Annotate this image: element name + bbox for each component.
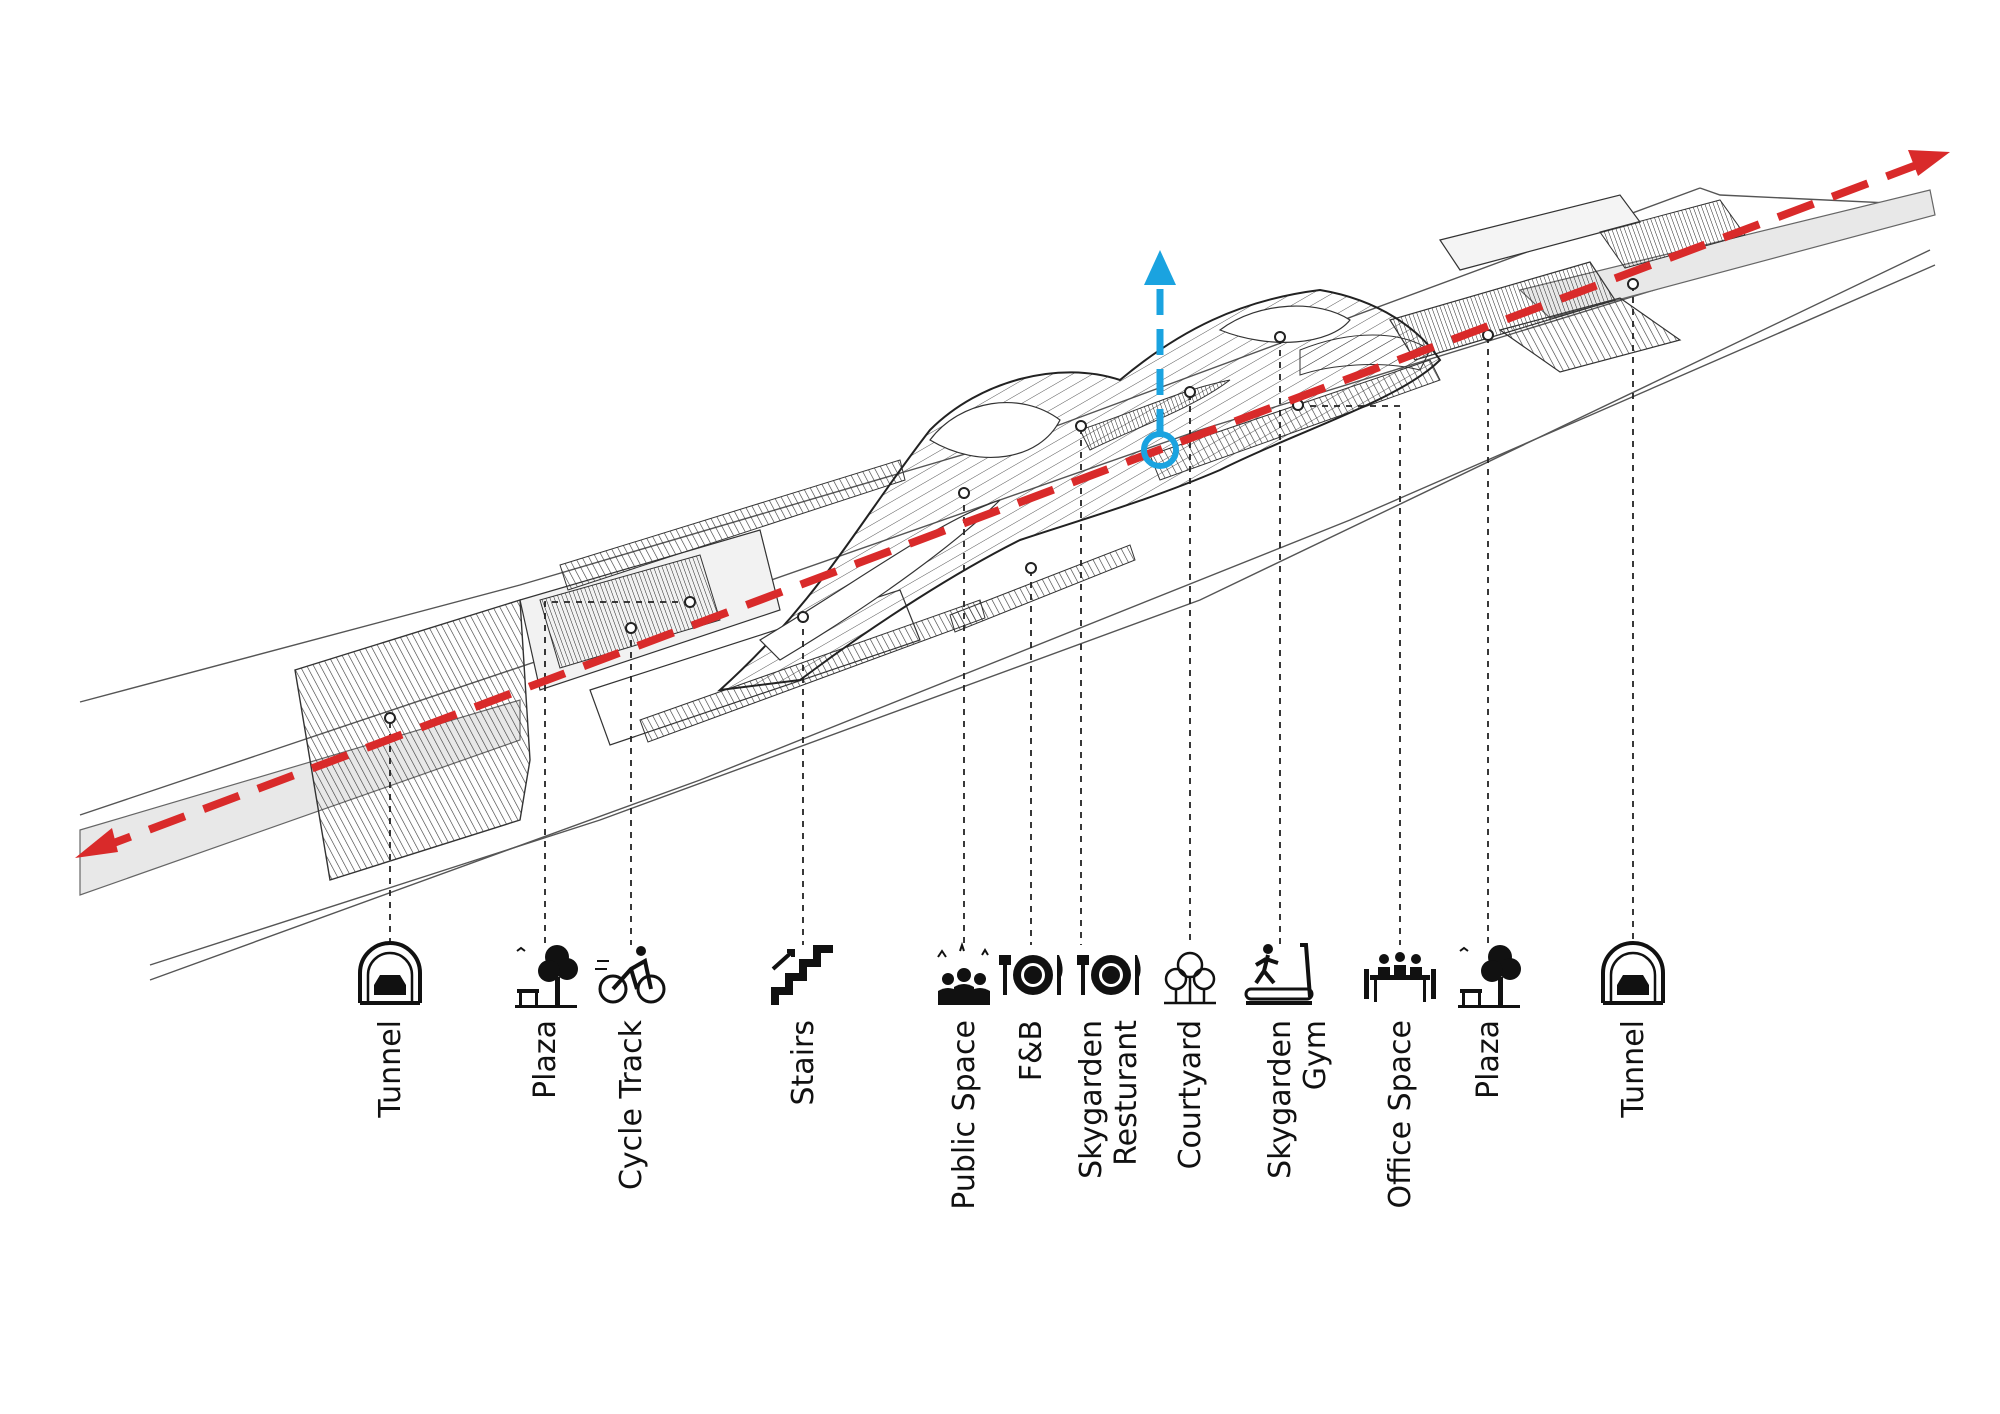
label-plaza-right: Plaza	[1471, 1020, 1506, 1099]
plate-cutlery-icon	[999, 955, 1063, 995]
leader-lines	[389, 285, 1634, 945]
meeting-table-icon	[1364, 952, 1436, 1002]
cyclist-icon	[595, 946, 666, 1004]
labels: Tunnel Plaza Cycle Track Stairs Public S…	[373, 1019, 1651, 1209]
label-skygarden-gym-line2: Gym	[1298, 1020, 1333, 1090]
vertical-access-arrow	[1141, 250, 1179, 469]
label-public-space: Public Space	[947, 1020, 982, 1210]
label-plaza-left: Plaza	[528, 1020, 563, 1099]
stairs-icon	[771, 945, 833, 1005]
label-tunnel-right: Tunnel	[1616, 1020, 1651, 1119]
plaza-tree-icon	[1458, 945, 1521, 1008]
label-skygarden-gym-line1: Skygarden	[1263, 1020, 1298, 1179]
trees-icon	[1164, 951, 1216, 1005]
label-stairs: Stairs	[786, 1020, 821, 1106]
circulation-route-arrow	[75, 150, 1950, 858]
label-cycle-track: Cycle Track	[614, 1019, 649, 1190]
label-tunnel-left: Tunnel	[373, 1020, 408, 1119]
label-skygarden-resturant-line2: Resturant	[1109, 1020, 1144, 1166]
tunnel-car-icon	[1601, 941, 1665, 1005]
tunnel-car-icon	[358, 941, 422, 1005]
label-fnb: F&B	[1014, 1020, 1049, 1081]
label-office-space: Office Space	[1383, 1020, 1418, 1209]
crowd-icon	[937, 941, 990, 1005]
label-courtyard: Courtyard	[1173, 1020, 1208, 1169]
right-platforms	[1389, 194, 1746, 373]
plaza-tree-icon	[515, 945, 578, 1008]
treadmill-icon	[1244, 943, 1314, 1005]
plate-cutlery-icon	[1077, 955, 1141, 995]
label-skygarden-resturant-line1: Skygarden	[1074, 1020, 1109, 1179]
skygarden-structure	[716, 288, 1442, 692]
